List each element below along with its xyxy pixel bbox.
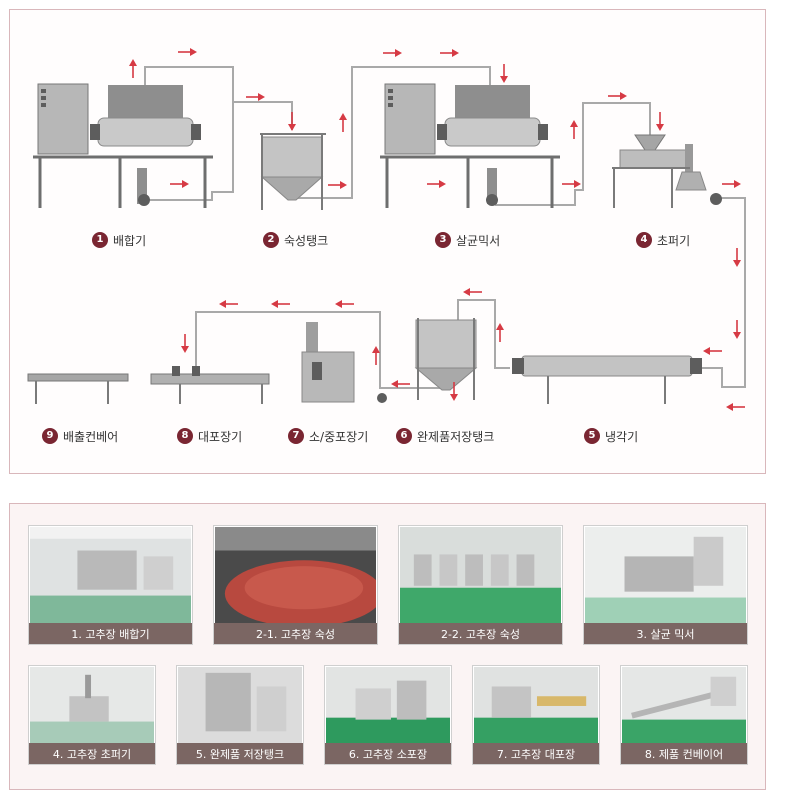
photo-caption: 2-1. 고추장 숙성 <box>214 623 377 644</box>
step-label-1: 1 배합기 <box>92 231 146 249</box>
arrow-right-icon <box>178 48 197 56</box>
photo-caption: 2-2. 고추장 숙성 <box>399 623 562 644</box>
arrow-left-icon <box>271 300 290 308</box>
arrow-right-icon <box>246 93 265 101</box>
arrow-left-icon <box>463 288 482 296</box>
arrow-right-icon <box>328 181 347 189</box>
arrow-right-icon <box>427 180 446 188</box>
photo-caption: 6. 고추장 소포장 <box>325 743 451 764</box>
step-label-8: 8 대포장기 <box>177 427 242 445</box>
step-label-7: 7 소/중포장기 <box>288 427 368 445</box>
cooler-illustration <box>512 355 702 404</box>
arrow-up-icon <box>339 113 347 132</box>
process-flow-diagram <box>27 48 746 411</box>
arrow-left-icon <box>335 300 354 308</box>
photo-aging-1 <box>215 527 376 623</box>
aging-tank-illustration <box>260 133 326 210</box>
arrow-left-icon <box>726 403 745 411</box>
photo-caption: 8. 제품 컨베이어 <box>621 743 747 764</box>
arrow-up-icon <box>496 323 504 342</box>
photo-mixer <box>30 527 191 623</box>
photo-card-aging-1[interactable]: 2-1. 고추장 숙성 <box>213 525 378 645</box>
step-label-9: 9 배출컨베어 <box>42 427 118 445</box>
mixer-machine-illustration <box>33 83 213 208</box>
arrow-down-icon <box>500 64 508 83</box>
conveyor-illustration <box>27 373 129 404</box>
photo-caption: 1. 고추장 배합기 <box>29 623 192 644</box>
arrow-up-icon <box>129 59 137 78</box>
photo-caption: 5. 완제품 저장탱크 <box>177 743 303 764</box>
photo-card-storage-tank[interactable]: 5. 완제품 저장탱크 <box>176 665 304 765</box>
step-label-2: 2 숙성탱크 <box>263 231 328 249</box>
arrow-down-icon <box>288 112 296 131</box>
arrow-left-icon <box>391 380 410 388</box>
photo-card-small-pack[interactable]: 6. 고추장 소포장 <box>324 665 452 765</box>
photo-card-conveyor[interactable]: 8. 제품 컨베이어 <box>620 665 748 765</box>
storage-tank-illustration <box>414 318 478 400</box>
arrow-down-icon <box>733 320 741 339</box>
photo-card-chopper[interactable]: 4. 고추장 초퍼기 <box>28 665 156 765</box>
packing-machine-illustration <box>301 322 387 403</box>
step-label-5: 5 냉각기 <box>584 427 638 445</box>
arrow-right-icon <box>562 180 581 188</box>
photo-card-bulk-pack[interactable]: 7. 고추장 대포장 <box>472 665 600 765</box>
photo-storage-tank <box>178 667 302 743</box>
photo-card-sterilizer[interactable]: 3. 살균 믹서 <box>583 525 748 645</box>
arrow-left-icon <box>219 300 238 308</box>
step-label-4: 4 초퍼기 <box>636 231 690 249</box>
arrow-down-icon <box>450 382 458 401</box>
photo-sterilizer <box>585 527 746 623</box>
photo-chopper <box>30 667 154 743</box>
photo-caption: 4. 고추장 초퍼기 <box>29 743 155 764</box>
arrow-up-icon <box>570 120 578 139</box>
photo-card-mixer[interactable]: 1. 고추장 배합기 <box>28 525 193 645</box>
arrow-down-icon <box>656 112 664 131</box>
arrow-down-icon <box>181 334 189 353</box>
step-label-6: 6 완제품저장탱크 <box>396 427 494 445</box>
photo-conveyor <box>622 667 746 743</box>
photo-small-pack <box>326 667 450 743</box>
arrow-right-icon <box>608 92 627 100</box>
photo-caption: 3. 살균 믹서 <box>584 623 747 644</box>
bulk-packer-illustration <box>150 366 270 404</box>
photo-caption: 7. 고추장 대포장 <box>473 743 599 764</box>
flow-arrows <box>129 48 745 411</box>
arrow-down-icon <box>733 248 741 267</box>
photo-card-aging-2[interactable]: 2-2. 고추장 숙성 <box>398 525 563 645</box>
chopper-machine-illustration <box>612 134 722 208</box>
arrow-right-icon <box>383 49 402 57</box>
arrow-right-icon <box>440 49 459 57</box>
photo-bulk-pack <box>474 667 598 743</box>
arrow-up-icon <box>372 346 380 365</box>
sterilizing-mixer-illustration <box>380 83 560 208</box>
arrow-left-icon <box>703 347 722 355</box>
arrow-right-icon <box>722 180 741 188</box>
step-label-3: 3 살균믹서 <box>435 231 500 249</box>
photo-aging-2 <box>400 527 561 623</box>
pipe-network <box>144 66 746 389</box>
arrow-right-icon <box>170 180 189 188</box>
